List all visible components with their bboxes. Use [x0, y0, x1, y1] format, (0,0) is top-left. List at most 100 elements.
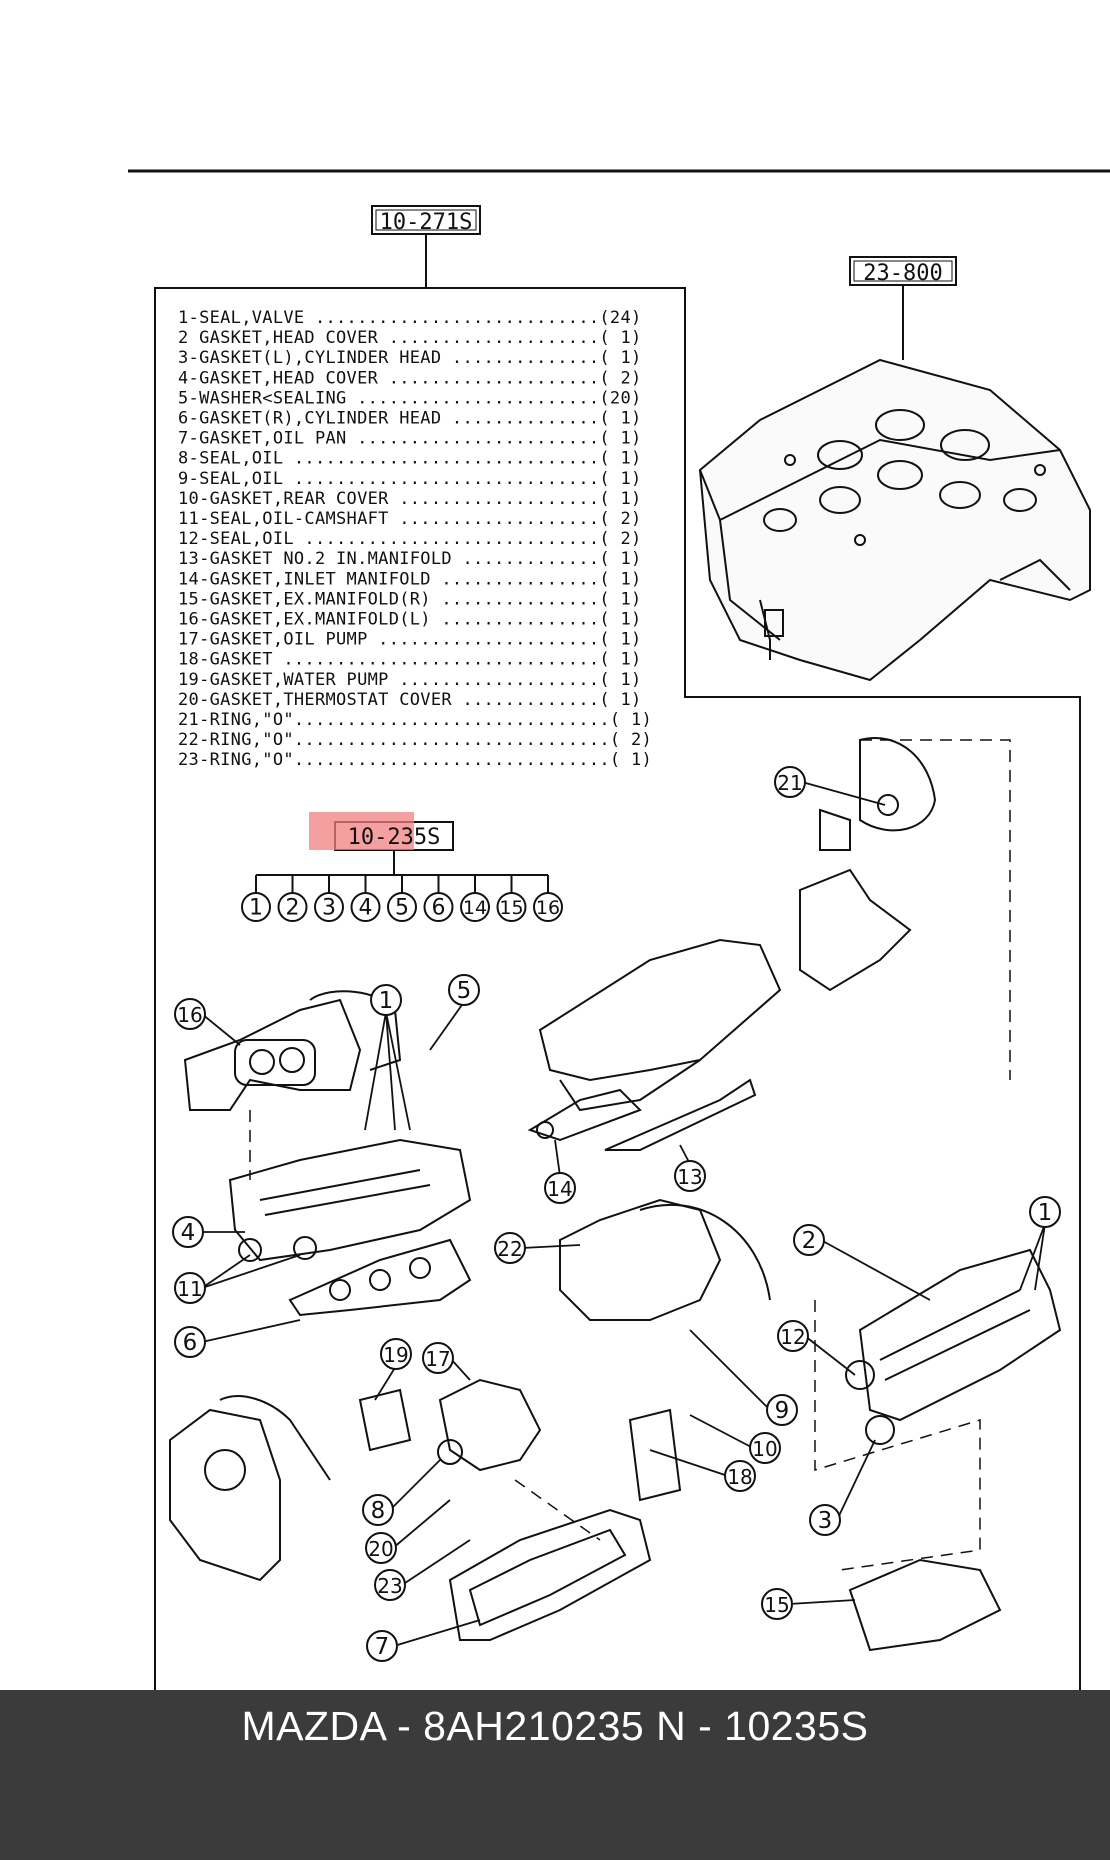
kit-member-number: 2 [286, 896, 300, 921]
callout-number: 18 [727, 1465, 752, 1489]
ref-box-kit-label: 10-235S [348, 825, 441, 850]
parts-list-line: 2 GASKET,HEAD COVER ....................… [178, 328, 642, 348]
kit-member-bubble: 14 [460, 875, 490, 922]
callout-18: 18 [649, 1449, 756, 1492]
parts-list-line: 4-GASKET,HEAD COVER ....................… [178, 368, 642, 388]
kit-member-bubble: 5 [387, 875, 417, 922]
parts-list-line: 23-RING,"O".............................… [178, 750, 652, 770]
callout-14: 14 [544, 1139, 576, 1204]
callout-number: 14 [547, 1177, 572, 1201]
caption-text: MAZDA - 8AH210235 N - 10235S [241, 1703, 869, 1749]
kit-member-number: 14 [463, 897, 487, 919]
callout-number: 3 [818, 1508, 833, 1534]
callout-22: 22 [494, 1232, 581, 1264]
parts-list-line: 22-RING,"O".............................… [178, 730, 652, 750]
callout-number: 12 [780, 1325, 805, 1349]
ref-box-kit: 10-235S [256, 812, 548, 876]
engine-block-illustration [698, 358, 1091, 682]
callout-6: 6 [174, 1319, 301, 1358]
callout-1: 1 [364, 984, 411, 1131]
callout-number: 11 [177, 1277, 202, 1301]
kit-member-number: 16 [536, 897, 560, 919]
callout-10: 10 [689, 1414, 781, 1464]
ref-box-engine: 23-800 [849, 256, 957, 360]
callout-19: 19 [374, 1338, 412, 1401]
callout-4: 4 [172, 1216, 245, 1248]
callout-5: 5 [429, 974, 480, 1051]
callout-11: 11 [174, 1254, 301, 1304]
parts-list-line: 17-GASKET,OIL PUMP .....................… [178, 630, 642, 650]
callout-number: 6 [183, 1330, 198, 1356]
callout-7: 7 [366, 1619, 481, 1662]
callout-13: 13 [674, 1144, 706, 1192]
parts-list-line: 12-SEAL,OIL ............................… [178, 529, 642, 549]
callout-number: 23 [377, 1574, 402, 1598]
parts-list-line: 10-GASKET,REAR COVER ...................… [178, 489, 642, 509]
kit-member-bubble: 1 [241, 875, 271, 922]
caption-bar: MAZDA - 8AH210235 N - 10235S [0, 1690, 1110, 1860]
kit-member-bubble: 2 [277, 875, 308, 922]
callout-number: 1 [1038, 1200, 1053, 1226]
parts-list-line: 5-WASHER<SEALING .......................… [178, 388, 642, 408]
callout-number: 2 [802, 1228, 817, 1254]
parts-list-line: 11-SEAL,OIL-CAMSHAFT ...................… [178, 509, 642, 529]
callout-number: 16 [177, 1003, 202, 1027]
parts-list-line: 9-SEAL,OIL .............................… [178, 469, 642, 489]
ref-box-engine-label: 23-800 [863, 261, 942, 286]
kit-member-number: 4 [359, 896, 373, 921]
parts-list-line: 13-GASKET NO.2 IN.MANIFOLD .............… [178, 549, 642, 569]
callout-number: 1 [379, 988, 394, 1014]
callout-21: 21 [774, 766, 886, 806]
kit-member-number: 6 [432, 896, 446, 921]
kit-member-bubble: 15 [496, 875, 527, 922]
callout-16: 16 [174, 998, 241, 1046]
parts-frame [154, 287, 1081, 1690]
callout-2: 2 [793, 1224, 931, 1301]
callout-number: 4 [181, 1220, 196, 1246]
highlight-overlay [309, 812, 414, 850]
parts-list-line: 1-SEAL,VALVE ...........................… [178, 308, 642, 328]
callout-20: 20 [365, 1499, 451, 1564]
parts-list-line: 18-GASKET ..............................… [178, 650, 642, 670]
parts-list-line: 19-GASKET,WATER PUMP ...................… [178, 670, 642, 690]
callout-number: 10 [752, 1437, 777, 1461]
parts-list-line: 16-GASKET,EX.MANIFOLD(L) ...............… [178, 610, 642, 630]
callout-number: 13 [677, 1165, 702, 1189]
kit-member-bubble: 4 [350, 875, 381, 922]
callout-number: 19 [383, 1343, 408, 1367]
callout-number: 15 [764, 1593, 789, 1617]
kit-member-number: 3 [322, 896, 336, 921]
callout-3: 3 [809, 1439, 876, 1536]
kit-member-number: 1 [249, 896, 263, 921]
parts-list-line: 21-RING,"O".............................… [178, 710, 652, 730]
callout-9: 9 [689, 1329, 798, 1426]
parts-list-line: 20-GASKET,THERMOSTAT COVER .............… [178, 690, 642, 710]
callout-number: 7 [375, 1634, 390, 1660]
kit-member-number: 5 [395, 896, 409, 921]
callout-number: 5 [457, 978, 472, 1004]
callout-number: 21 [777, 771, 802, 795]
ref-box-top: 10-271S [371, 205, 481, 288]
parts-list: 1-SEAL,VALVE ...........................… [178, 308, 652, 770]
callout-15: 15 [761, 1588, 856, 1620]
callout-12: 12 [777, 1320, 856, 1376]
parts-list-line: 7-GASKET,OIL PAN .......................… [178, 429, 642, 449]
parts-list-line: 14-GASKET,INLET MANIFOLD ...............… [178, 569, 642, 589]
kit-member-number: 15 [499, 897, 523, 919]
callout-number: 8 [371, 1498, 386, 1524]
callout-number: 20 [368, 1537, 393, 1561]
parts-list-line: 8-SEAL,OIL .............................… [178, 449, 642, 469]
gasket-illustrations [169, 737, 1062, 1652]
exploded-parts-diagram: 10-271S 23-800 1-SEAL,VALVE ............… [128, 169, 1110, 1690]
kit-member-bubble: 16 [533, 875, 563, 922]
parts-list-line: 3-GASKET(L),CYLINDER HEAD ..............… [178, 348, 642, 368]
dashed-guide-lines [249, 739, 1011, 1571]
callout-number: 17 [425, 1347, 450, 1371]
callout-23: 23 [374, 1539, 471, 1601]
callout-8: 8 [362, 1459, 441, 1526]
callout-number: 9 [775, 1398, 790, 1424]
callout-17: 17 [422, 1342, 471, 1381]
callout-1: 1 [1019, 1196, 1061, 1291]
